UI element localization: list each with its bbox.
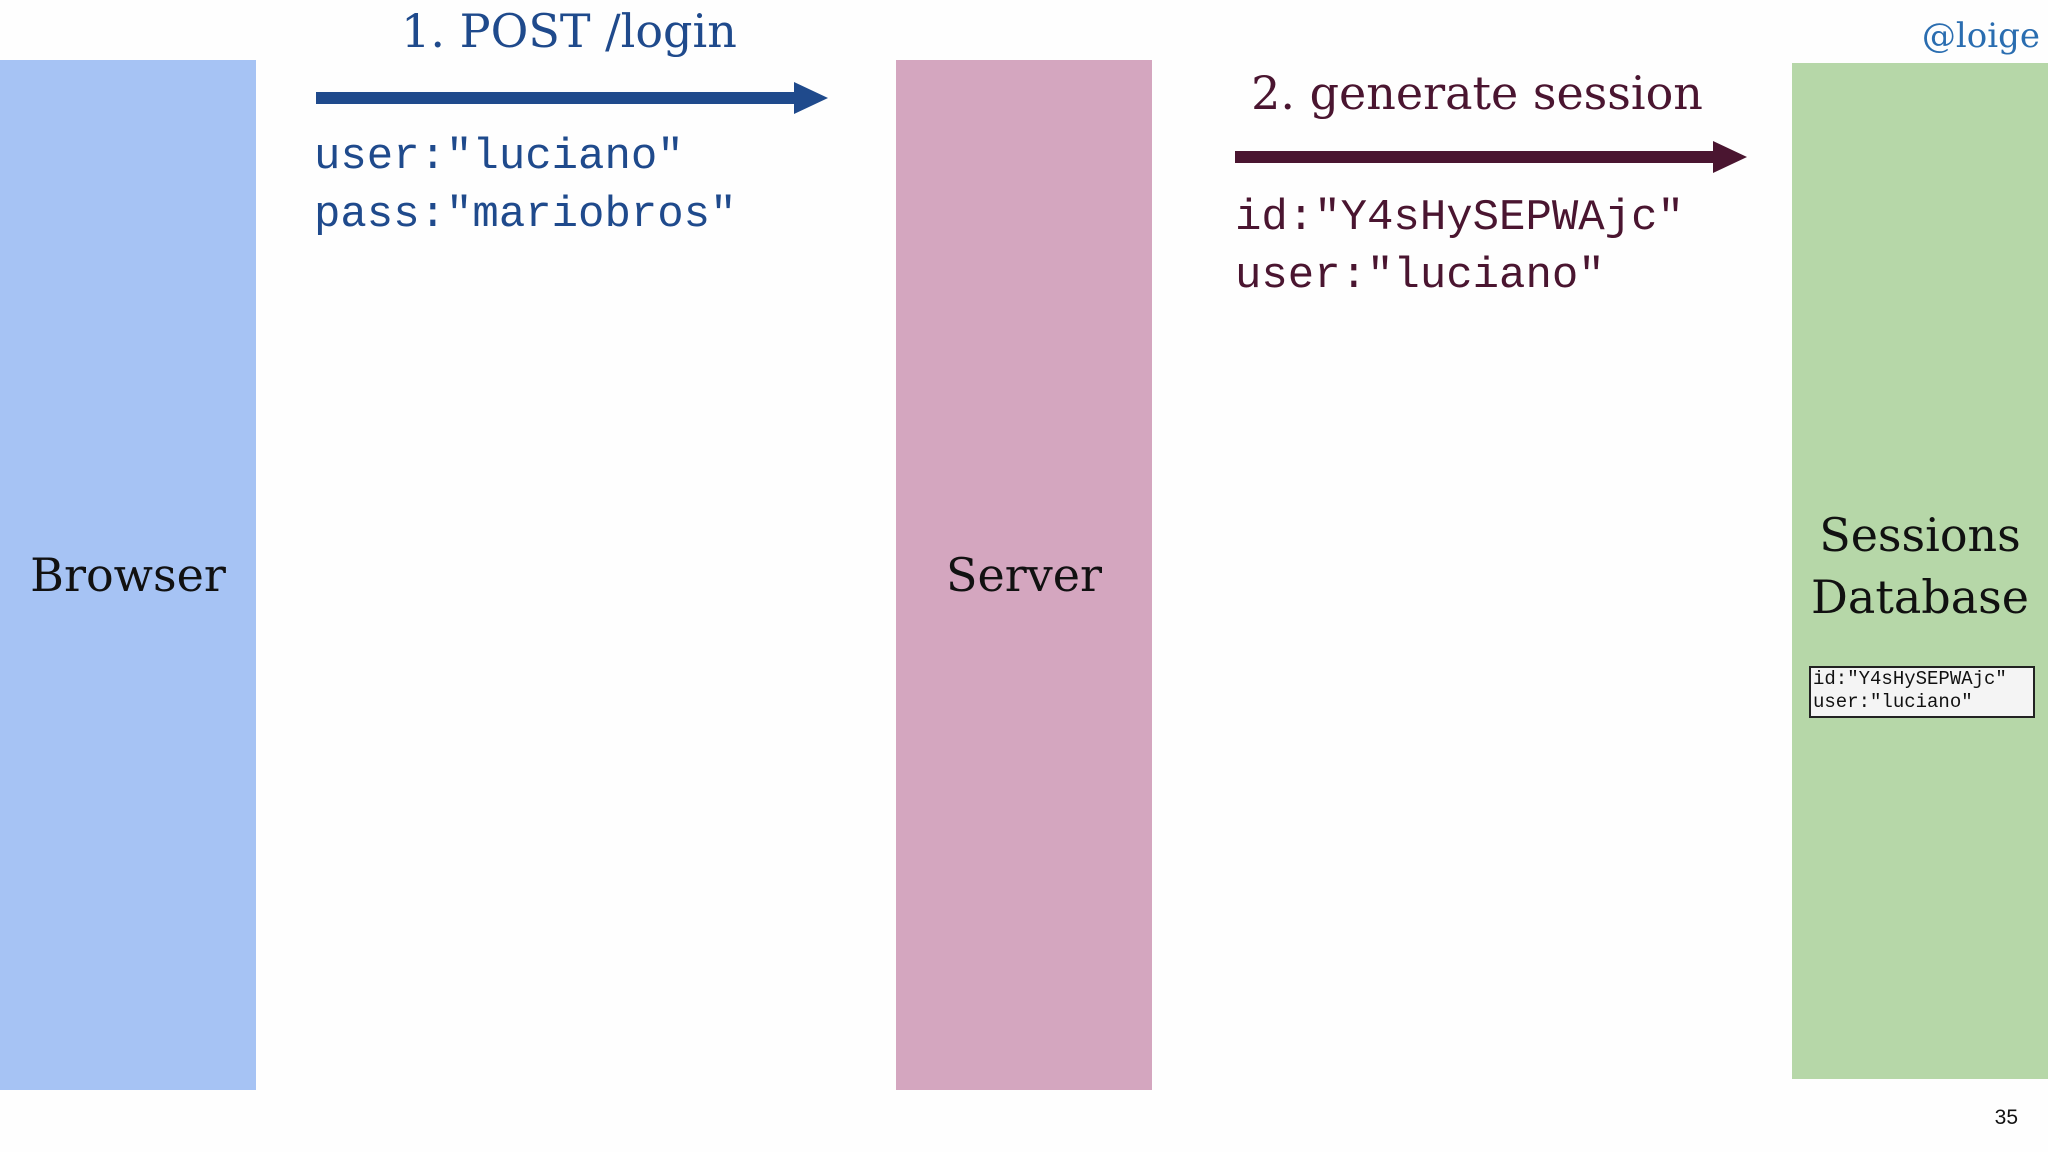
step1-payload: user:"luciano" pass:"mariobros"	[314, 128, 736, 244]
server-label: Server	[946, 548, 1102, 602]
step2-arrow-icon	[1235, 141, 1747, 173]
step2-payload: id:"Y4sHySEPWAjc" user:"luciano"	[1235, 189, 1684, 305]
sessions-database-label: Sessions Database	[1811, 504, 2029, 628]
step2-title: 2. generate session	[1251, 66, 1703, 120]
author-handle: @loige	[1921, 16, 2040, 56]
payload-line: id:"Y4sHySEPWAjc"	[1235, 193, 1684, 243]
sessions-database-column: Sessions Database	[1792, 63, 2048, 1079]
record-line: user:"luciano"	[1813, 691, 1973, 713]
payload-line: user:"luciano"	[314, 132, 684, 182]
session-record: id:"Y4sHySEPWAjc"user:"luciano"	[1809, 666, 2035, 718]
sessions-label-line1: Sessions	[1819, 508, 2021, 562]
record-line: id:"Y4sHySEPWAjc"	[1813, 668, 2007, 690]
payload-line: user:"luciano"	[1235, 251, 1605, 301]
page-number: 35	[1994, 1106, 2018, 1129]
step1-title: 1. POST /login	[401, 4, 737, 58]
browser-label: Browser	[30, 548, 226, 602]
step1-arrow-icon	[316, 82, 828, 114]
sessions-label-line2: Database	[1811, 570, 2029, 624]
server-column: Server	[896, 60, 1152, 1090]
browser-column: Browser	[0, 60, 256, 1090]
payload-line: pass:"mariobros"	[314, 190, 737, 240]
